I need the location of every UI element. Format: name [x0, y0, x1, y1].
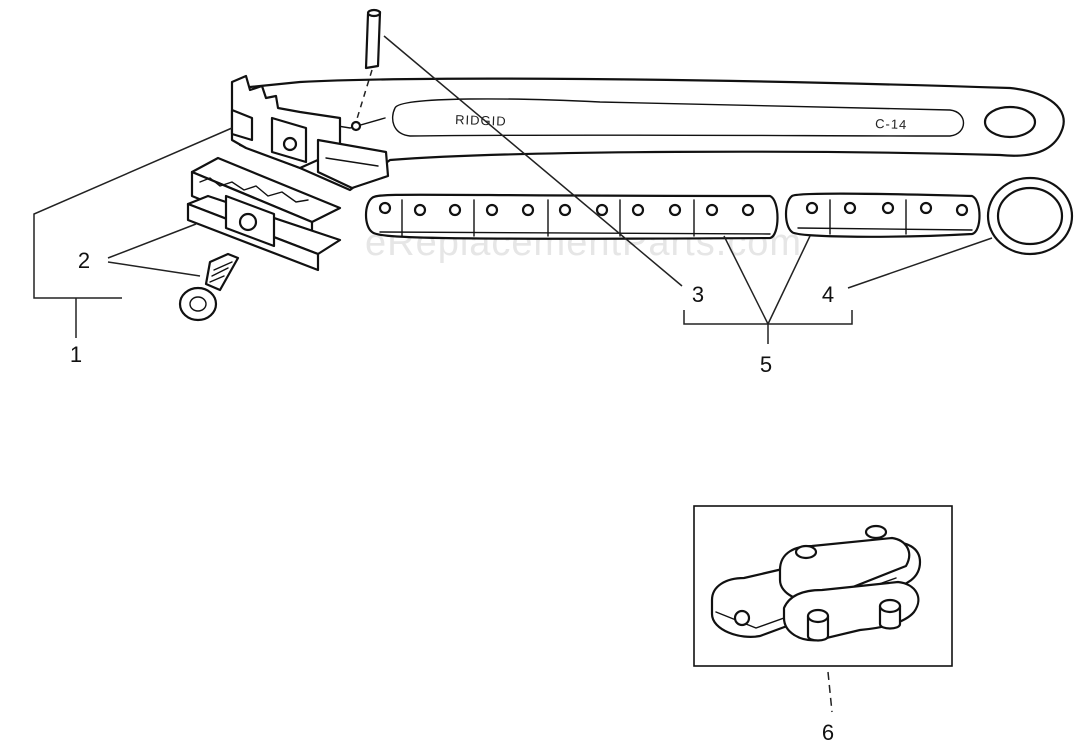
callout-3: 3: [692, 282, 704, 307]
callout-6: 6: [822, 720, 834, 745]
callout-2: 2: [78, 248, 90, 273]
chain: [364, 192, 981, 240]
wrench-handle: RIDGID C-14: [238, 77, 1065, 192]
wrench-head-block: [230, 74, 390, 190]
callout-1: 1: [70, 342, 82, 367]
callout-5: 5: [760, 352, 772, 377]
callout-4: 4: [822, 282, 834, 307]
handle-model-text: C-14: [875, 116, 908, 132]
handle-brand-text: RIDGID: [455, 112, 507, 129]
roll-pin: [355, 8, 382, 123]
chain-pins: [378, 201, 969, 217]
callout-labels: 1 2 3 4 5 6: [70, 248, 834, 745]
master-link-detail-box: [693, 505, 953, 667]
jaw-insert: [186, 156, 342, 272]
leader-lines: [33, 35, 993, 713]
cap-screw: [178, 252, 240, 322]
split-ring: [986, 176, 1074, 256]
